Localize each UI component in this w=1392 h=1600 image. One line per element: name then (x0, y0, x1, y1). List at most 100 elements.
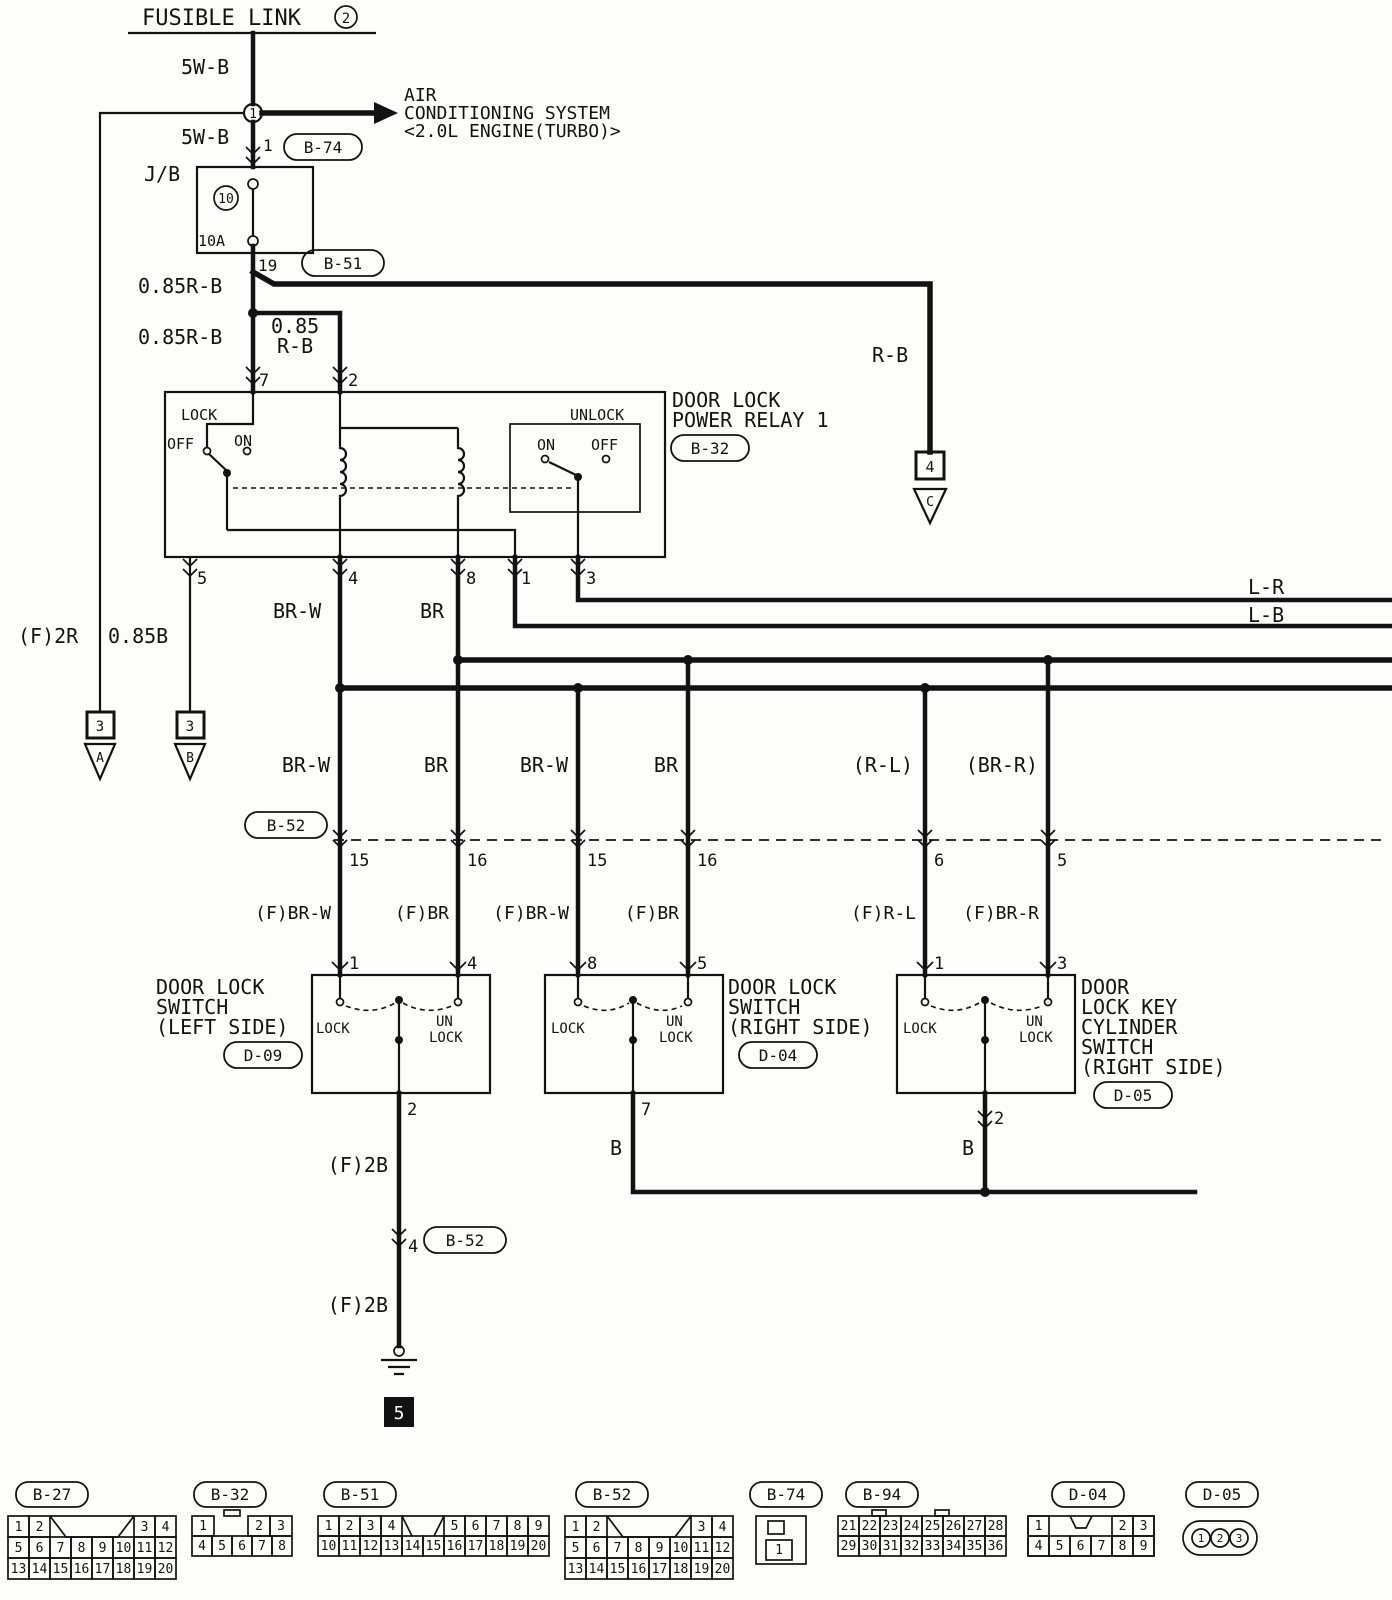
relay-off-right: OFF (591, 436, 618, 454)
relay-pin-8: 8 (466, 569, 476, 589)
switch-right-throw-dashed-2 (636, 1002, 683, 1012)
pinout-pin-number: 14 (589, 1562, 605, 1577)
wire-junction-dot (248, 308, 258, 318)
pinout-pin-number: 17 (95, 1562, 111, 1577)
relay-title-1: DOOR LOCK (672, 388, 780, 412)
triangle-connector-b (173, 742, 207, 782)
pinout-pin-number: 2 (255, 1519, 263, 1534)
pinout-shape (711, 1557, 734, 1580)
fusible-link-section: FUSIBLE LINK 2 5W-B 1 AIR CONDITIONING S… (98, 5, 621, 712)
pinout-pin-number: 13 (384, 1539, 400, 1554)
pinout-shape (767, 1520, 785, 1535)
f-label-0: (F)BR-W (255, 903, 331, 924)
pinout-shape (154, 1557, 177, 1580)
triangle-letter-b: B (186, 751, 194, 766)
entry-arrow-icon (569, 961, 587, 972)
wire-junction-dot (629, 996, 637, 1004)
pinout-pin-number: 15 (53, 1562, 69, 1577)
switch-left-title-2: SWITCH (156, 995, 228, 1019)
wire-f2r-run (98, 111, 244, 712)
pinout-pin-number: 20 (715, 1562, 731, 1577)
wire-marks-layer (182, 146, 1057, 1248)
connector-code-d09: D-09 (244, 1046, 283, 1065)
wire-junction-dot (573, 683, 583, 693)
switch-key-throw-dashed-2 (990, 1002, 1043, 1012)
pinout-pin-number: 32 (904, 1539, 920, 1554)
pinout-pin-number: 20 (158, 1562, 174, 1577)
pinout-shape (934, 1509, 950, 1517)
pinout-pin-number: 14 (405, 1539, 421, 1554)
pinout-pin-number: 13 (11, 1562, 27, 1577)
pinout-pin-number: 19 (510, 1539, 526, 1554)
pinout-pin-number: 20 (531, 1539, 547, 1554)
ac-system-line2: CONDITIONING SYSTEM (404, 103, 610, 124)
ac-system-line1: AIR (404, 85, 437, 106)
switch-right-lock-label: LOCK (551, 1021, 585, 1037)
wire-lr (575, 554, 1392, 603)
pinout-pin-number: 2 (346, 1519, 354, 1534)
ground-run: (F)2B 4 B-52 (F)2B 5 (328, 1090, 507, 1427)
connector-code-b74: B-74 (304, 138, 343, 157)
wire-label-lb: L-B (1248, 603, 1284, 627)
triangle-letter-a: A (96, 751, 104, 766)
pinout-pin-number: 12 (363, 1539, 379, 1554)
triangle-box-b (175, 710, 206, 740)
wire-arrow-icon (332, 366, 348, 386)
pinout-pin-number: 16 (631, 1562, 647, 1577)
pinout-pin-number: 1 (15, 1520, 23, 1535)
pinout-pin-number: 2 (1119, 1519, 1127, 1534)
relay-pin-7: 7 (259, 371, 269, 391)
pinout-pin-number: 4 (162, 1520, 170, 1535)
pin-number-b74: 1 (263, 136, 273, 155)
pinout-pin-number: 3 (141, 1520, 149, 1535)
relay-off-left: OFF (167, 435, 194, 453)
pinout-pin-number: 6 (472, 1519, 480, 1534)
triangle-box-a (85, 710, 116, 740)
relay-arm-right (548, 461, 577, 476)
fusible-link-number: 2 (342, 11, 350, 27)
pinout-pin-number: 7 (57, 1541, 65, 1556)
relay-coil-lock (338, 392, 348, 557)
triangle-connector-c (912, 487, 948, 526)
door-lock-switch-left: DOOR LOCK SWITCH (LEFT SIDE) D-09 LOCK U… (156, 973, 492, 1120)
relay-pin-2: 2 (348, 371, 358, 391)
pinout-pin-number: 18 (116, 1562, 132, 1577)
splice-number: 1 (249, 107, 257, 122)
fusible-link-number-circle (334, 5, 358, 29)
connector-callout-b52-lower (423, 1226, 507, 1254)
pinout-pin-number: 3 (277, 1519, 285, 1534)
connector-code-b32: B-32 (691, 439, 730, 458)
connector-callout-d04 (738, 1041, 818, 1069)
connector-code-d04: D-04 (759, 1046, 798, 1065)
pinout-pin-number: 25 (925, 1519, 941, 1534)
switch-left-lock2-label: LOCK (429, 1030, 463, 1046)
relay-inner-box (509, 423, 641, 513)
pinout-code: B-74 (767, 1485, 806, 1504)
pinout-pin-number: 2 (1217, 1532, 1224, 1545)
wire-junction-dot (335, 683, 345, 693)
pinout-pin-number: 2 (36, 1520, 44, 1535)
pinout-pin-number: 24 (904, 1519, 920, 1534)
switch-left-throw-dashed-2 (402, 1002, 453, 1012)
relay-contact-on-left (242, 446, 252, 456)
pinout-pin-number: 1 (199, 1519, 207, 1534)
ground-icon (381, 1358, 417, 1376)
pinout-pin-number: 33 (925, 1539, 941, 1554)
wire-label-lr: L-R (1248, 575, 1285, 599)
pinout-pin-number: 7 (258, 1539, 266, 1554)
pinout-pin-number: 3 (1140, 1519, 1148, 1534)
pinout-pin-number: 22 (862, 1519, 878, 1534)
pinout-pin-number: 18 (673, 1562, 689, 1577)
pinout-pin-number: 8 (278, 1539, 286, 1554)
wire-label-rb: R-B (872, 343, 908, 367)
switch-left-contact-unlock (453, 997, 463, 1007)
switch-pin-in-4: 1 (934, 954, 944, 974)
wire-junction-dot (453, 655, 463, 665)
pinout-notch (606, 1515, 692, 1538)
relay-pin-1: 1 (521, 569, 531, 589)
pinout-pin-circle (1191, 1528, 1211, 1548)
rb-feed-section: R-B 4 C (249, 268, 948, 526)
pinout-pin-number: 1 (572, 1520, 580, 1535)
fusible-link-label: FUSIBLE LINK (142, 6, 302, 31)
